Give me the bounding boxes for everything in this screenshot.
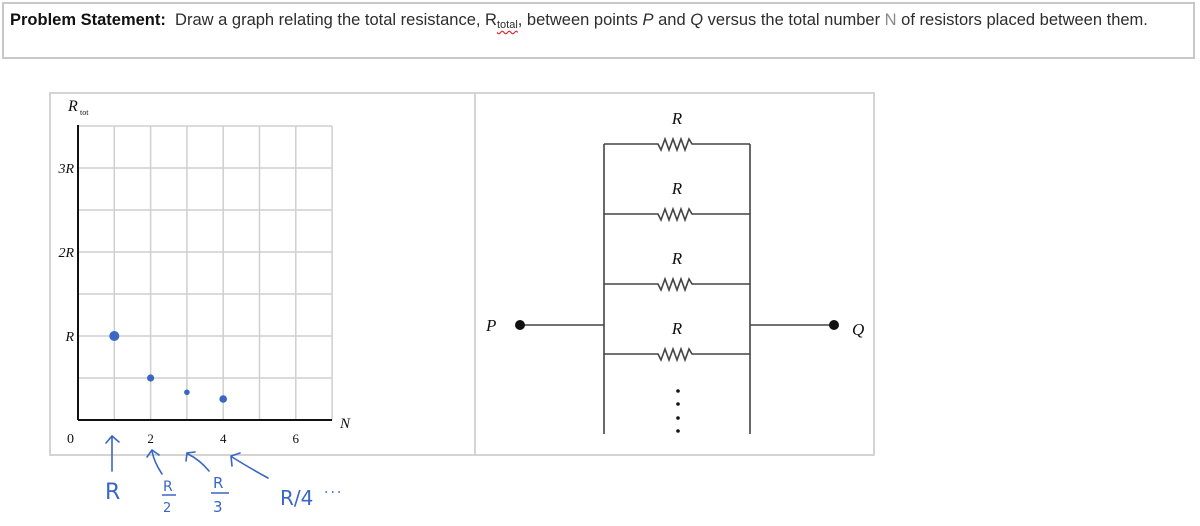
figure-panels (49, 92, 875, 456)
resistor (604, 136, 750, 153)
point-q: Q (690, 11, 704, 29)
problem-text: versus the total number (703, 11, 885, 29)
dot (676, 389, 680, 393)
parallel-circuit (520, 144, 834, 434)
problem-statement: Problem Statement: Draw a graph relating… (2, 2, 1195, 59)
resistor-label: R (671, 319, 683, 338)
resistor-label: R (671, 179, 683, 198)
y-tick-label: 2R (58, 246, 74, 261)
resistor-label: R (671, 109, 683, 128)
data-point (184, 389, 190, 396)
dot (676, 402, 680, 406)
arrow-2 (146, 448, 163, 475)
origin-label: 0 (67, 432, 74, 447)
rtotal-subscript: total (496, 19, 518, 31)
resistor (604, 346, 750, 363)
arrow-4 (230, 452, 269, 479)
resistor-label: R (671, 249, 683, 268)
x-tick-label: 6 (293, 431, 300, 446)
terminal-q-dot (829, 320, 839, 330)
y-tick-label: 3R (57, 162, 74, 177)
data-point (109, 331, 120, 341)
problem-text: , between points (517, 11, 643, 29)
annotation-r: R (105, 480, 120, 505)
x-tick-label: 4 (220, 431, 227, 446)
annotation-r2-num: R (163, 479, 173, 495)
y-tick-labels: R 2R 3R (57, 162, 74, 345)
y-axis-label: R (67, 98, 78, 115)
rtotal-symbol: R (485, 11, 497, 29)
point-p: P (642, 11, 654, 29)
problem-text: of resistors placed between them. (896, 11, 1148, 29)
annotation-r3-num: R (213, 474, 223, 492)
annotation-ellipsis: ... (324, 481, 343, 497)
terminal-p-label: P (485, 316, 496, 335)
problem-label: Problem Statement: (10, 11, 166, 29)
handwritten-labels: R R 2 R 3 R/4 ... (105, 474, 343, 516)
handwritten-arrows (105, 434, 269, 479)
data-points (109, 331, 227, 403)
dot (676, 416, 680, 420)
terminal-q-label: Q (852, 320, 864, 339)
resistors: R R R R (604, 109, 750, 363)
y-tick-label: R (64, 330, 74, 345)
dot (676, 429, 680, 433)
annotation-r2-den: 2 (163, 501, 171, 516)
n-variable: N (884, 11, 897, 29)
x-axis-label: N (339, 416, 351, 432)
continuation-dots (676, 389, 680, 433)
x-tick-labels: 2 4 6 (147, 431, 299, 446)
panel-divider (474, 94, 476, 454)
data-point (219, 395, 227, 403)
arrow-3 (185, 451, 210, 472)
resistor (604, 206, 750, 223)
y-axis-label-sub: tot (80, 108, 89, 117)
annotation-r3-den: 3 (213, 498, 223, 516)
resistor (604, 276, 750, 293)
grid (78, 125, 333, 420)
problem-text: and (653, 11, 691, 29)
x-tick-label: 2 (147, 431, 154, 446)
annotation-r4: R/4 (280, 486, 313, 510)
data-point (147, 374, 155, 382)
problem-text: Draw a graph relating the total resistan… (175, 11, 486, 29)
terminal-p-dot (515, 320, 525, 330)
arrow-1 (105, 434, 120, 472)
